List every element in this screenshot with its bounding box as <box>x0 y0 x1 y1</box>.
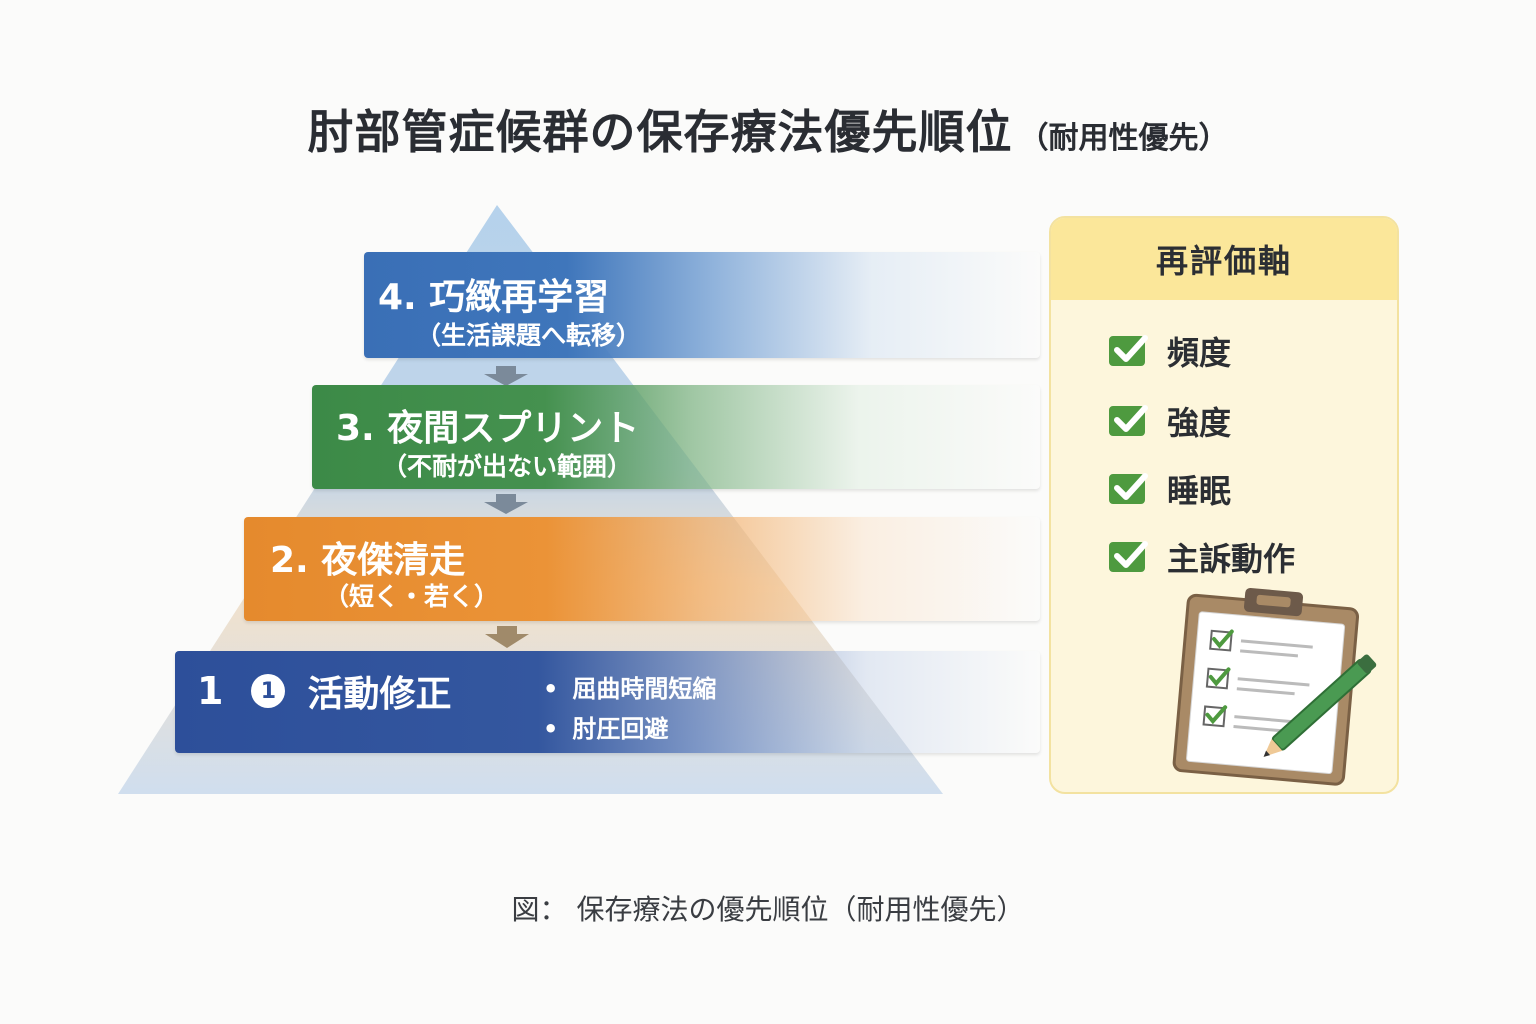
page-title: 肘部管症候群の保存療法優先順位（耐用性優先） <box>0 96 1536 162</box>
checklist-label: 頻度 <box>1167 334 1232 372</box>
tier-2-subtitle: （短く・若く） <box>324 582 500 611</box>
tier-1-band: 1 1 活動修正 • 屈曲時間短縮 • 肘圧回避 <box>175 651 1040 753</box>
title-sub: （耐用性優先） <box>1018 121 1229 156</box>
reevaluation-panel: 再評価軸 頻度 強度 睡眠 主訴動作 <box>1049 216 1399 794</box>
tier-3-band: 3. 夜間スプリント （不耐が出ない範囲） <box>312 385 1040 489</box>
checklist-item: 頻度 <box>1109 328 1231 374</box>
checkbox-checked-icon <box>1109 541 1148 572</box>
arrow-down-icon <box>484 366 528 386</box>
checklist-label: 主訴動作 <box>1167 540 1296 578</box>
clipboard-checklist-pencil-icon <box>1172 588 1377 786</box>
tier-4-subtitle: （生活課題へ転移） <box>416 321 642 350</box>
tier-3-subtitle: （不耐が出ない範囲） <box>382 452 633 481</box>
bullet-icon: • <box>543 715 559 743</box>
checklist-item: 主訴動作 <box>1109 534 1295 580</box>
checklist-item: 強度 <box>1109 398 1231 444</box>
list-item: • 肘圧回避 <box>543 709 716 749</box>
panel-header: 再評価軸 <box>1051 218 1397 300</box>
checklist-item: 睡眠 <box>1109 466 1231 512</box>
pyramid-shape <box>118 205 943 794</box>
tier-1-bullet-list: • 屈曲時間短縮 • 肘圧回避 <box>543 669 716 749</box>
arrow-down-icon <box>485 626 529 648</box>
arrow-down-icon <box>484 494 528 514</box>
tier-1-label: 活動修正 <box>307 674 452 715</box>
checklist-label: 睡眠 <box>1167 472 1232 510</box>
title-main: 肘部管症候群の保存療法優先順位 <box>307 105 1013 159</box>
bullet-text: 肘圧回避 <box>572 715 669 743</box>
tier-1-title: 1 1 活動修正 <box>197 665 451 717</box>
bullet-text: 屈曲時間短縮 <box>572 675 717 703</box>
tier-1-number: 1 <box>197 669 224 713</box>
list-item: • 屈曲時間短縮 <box>543 669 716 709</box>
checkbox-checked-icon <box>1109 405 1148 436</box>
bullet-icon: • <box>543 675 559 703</box>
tier-1-number-badge: 1 <box>251 674 286 708</box>
tier-2-band: 2. 夜傑清走 （短く・若く） <box>244 517 1040 621</box>
tier-4-title: 4. 巧緻再学習 <box>378 277 610 318</box>
tier-4-band: 4. 巧緻再学習 （生活課題へ転移） <box>364 252 1040 358</box>
checklist-label: 強度 <box>1167 404 1232 442</box>
figure-caption: 図： 保存療法の優先順位（耐用性優先） <box>511 893 1025 926</box>
tier-3-title: 3. 夜間スプリント <box>336 408 640 449</box>
checkbox-checked-icon <box>1109 335 1148 366</box>
tier-2-title: 2. 夜傑清走 <box>270 540 466 581</box>
checkbox-checked-icon <box>1109 473 1148 504</box>
